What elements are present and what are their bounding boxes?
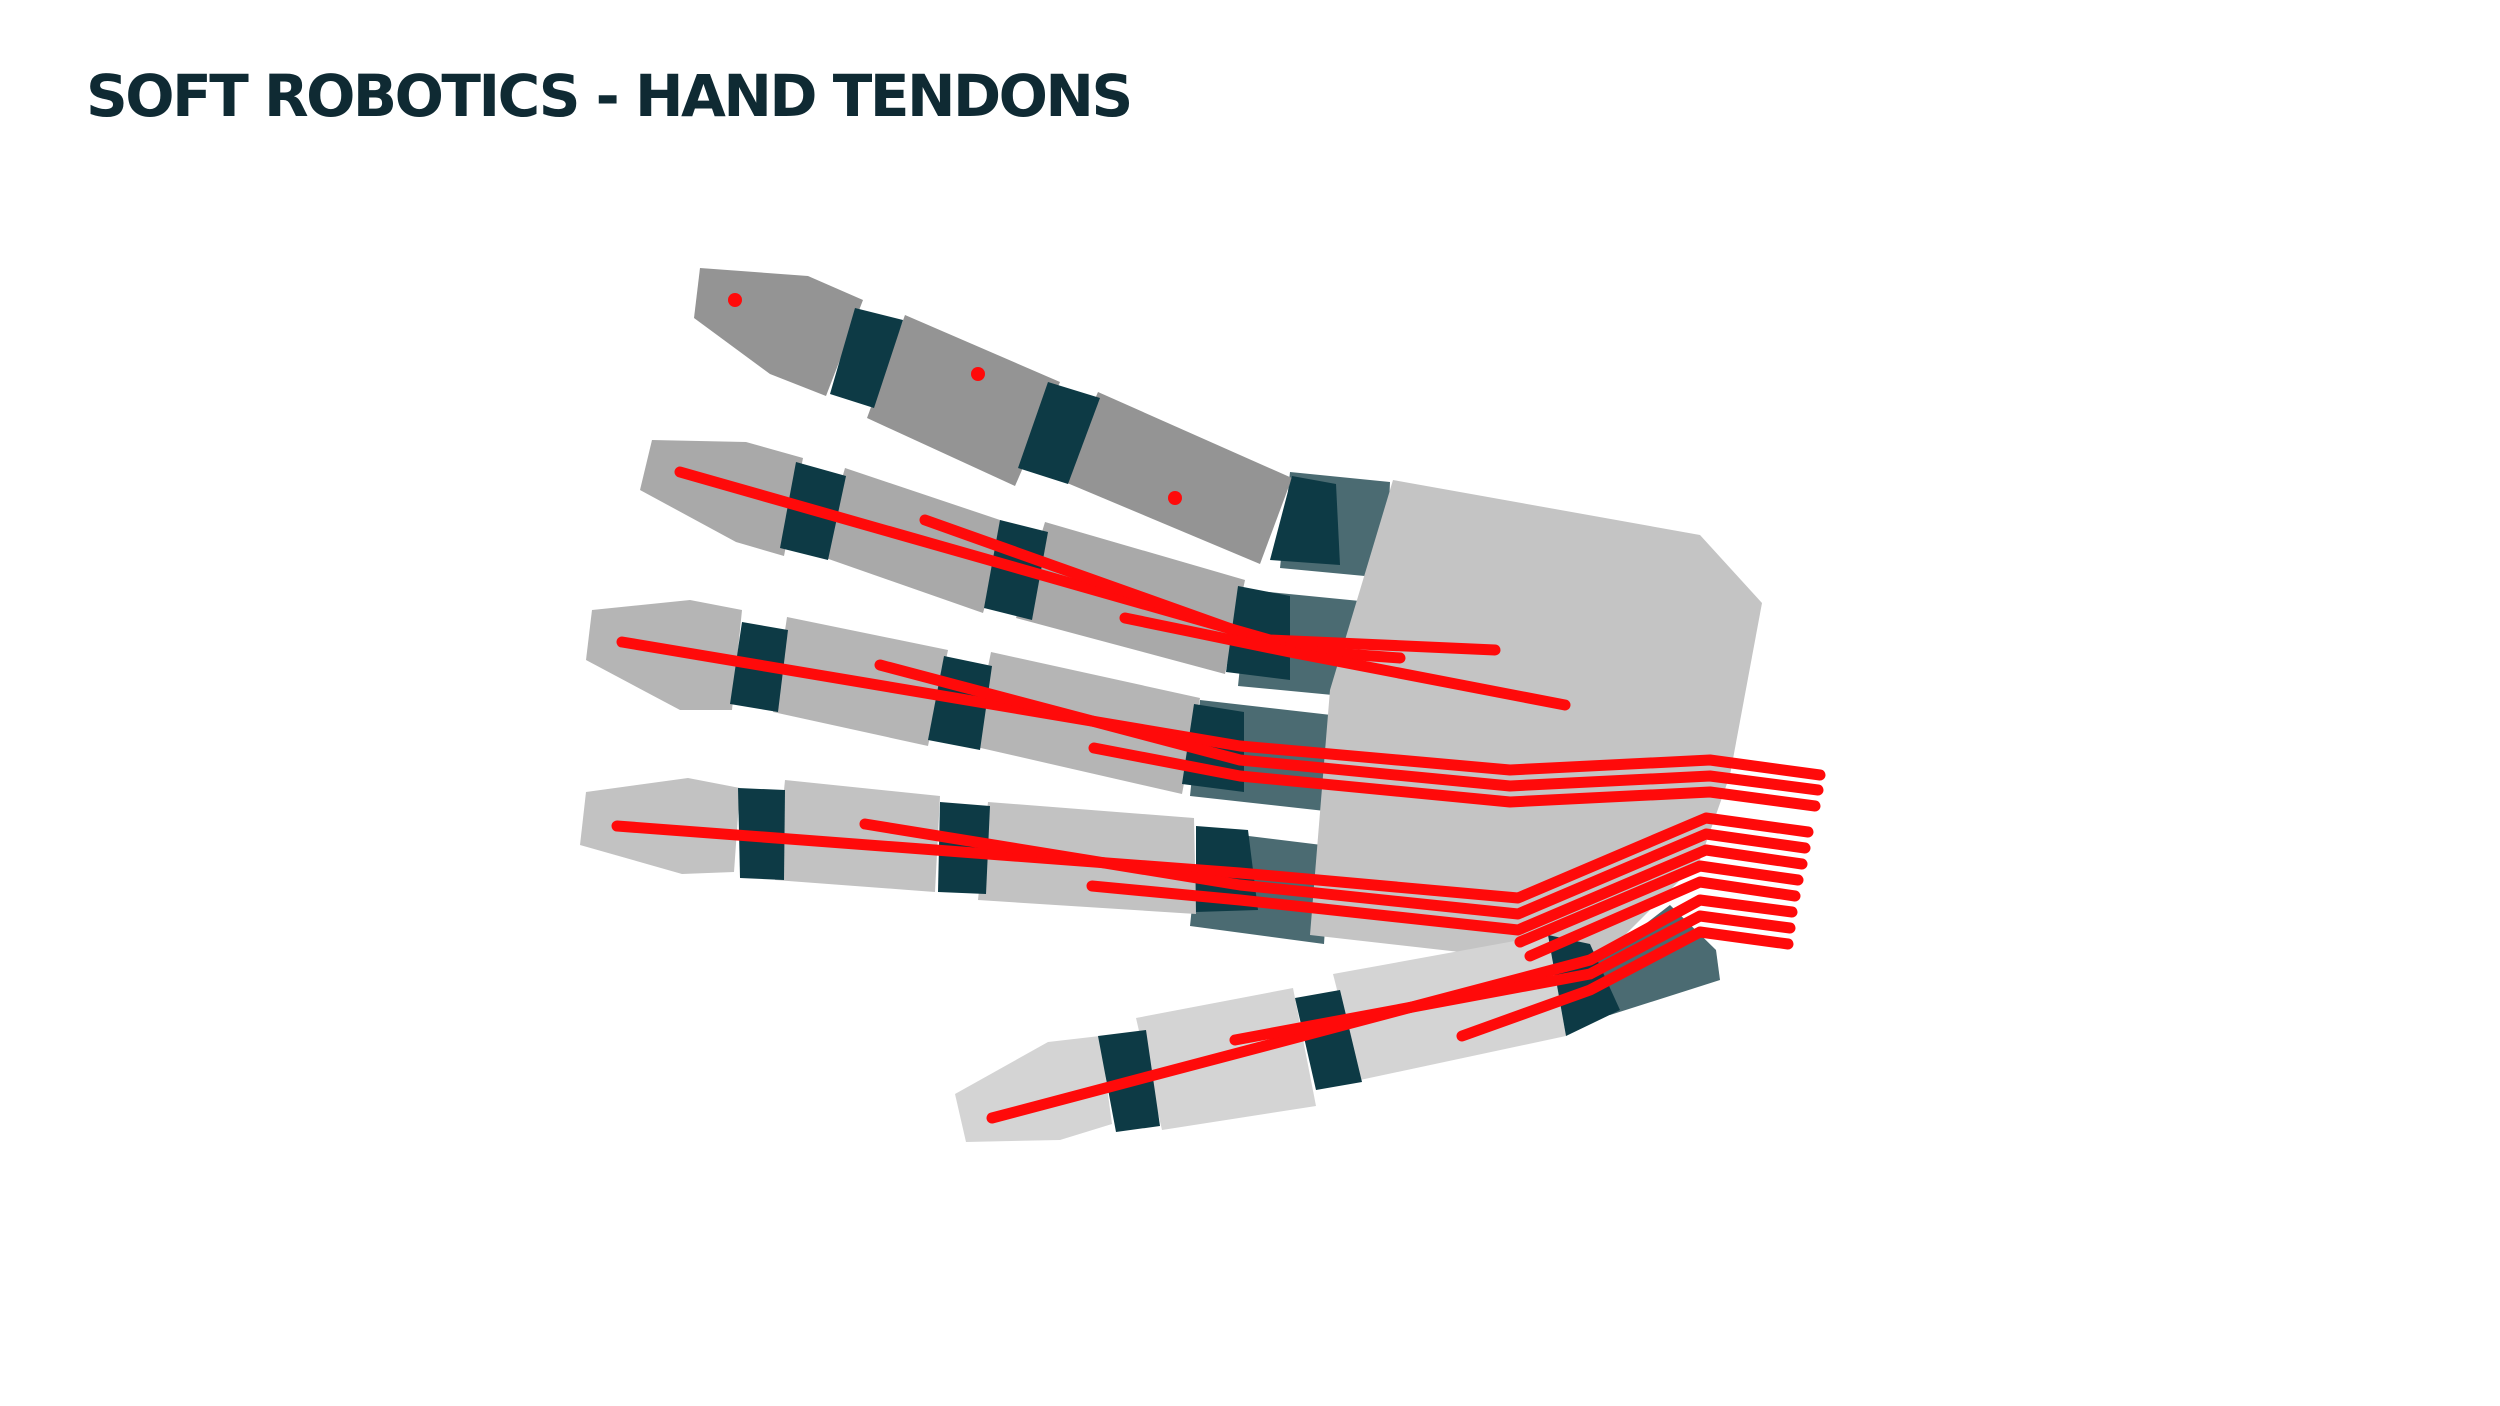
ring-tendon-1 — [611, 812, 1814, 904]
thumb-tendon-3 — [1456, 926, 1794, 1042]
index-tendon-3 — [1119, 612, 1571, 711]
thumb-tendon-2 — [1229, 910, 1796, 1046]
little-middle-segment — [775, 780, 940, 892]
index-middle-segment — [867, 315, 1060, 486]
anchor-points — [728, 293, 1182, 505]
index-proximal-segment — [1060, 392, 1292, 564]
page-title: SOFT ROBOTICS - HAND TENDONS — [86, 62, 1133, 130]
ring-distal-segment — [586, 600, 742, 710]
index-mcp-joint — [1270, 476, 1340, 565]
ring-tendon-3 — [1086, 844, 1808, 936]
anchor-point-proximal — [1168, 491, 1182, 505]
tendons — [611, 466, 1826, 1124]
little-tendon-1 — [1514, 860, 1804, 948]
little-tendon-2 — [1524, 876, 1801, 962]
anchor-point-distal — [728, 293, 742, 307]
ring-tendon-2 — [859, 818, 1811, 920]
middle-tendon-2 — [874, 659, 1824, 796]
index-pip-joint — [1018, 382, 1100, 484]
thumb-metacarpal-segment — [1333, 935, 1566, 1080]
anchor-point-middle — [971, 367, 985, 381]
middle-tendon-3 — [1088, 742, 1821, 812]
thumb-tendon-1 — [986, 894, 1798, 1124]
index-dip-joint — [830, 308, 903, 408]
middle-tendon-1 — [616, 636, 1826, 781]
thumb-cmc-joint — [1548, 935, 1620, 1036]
